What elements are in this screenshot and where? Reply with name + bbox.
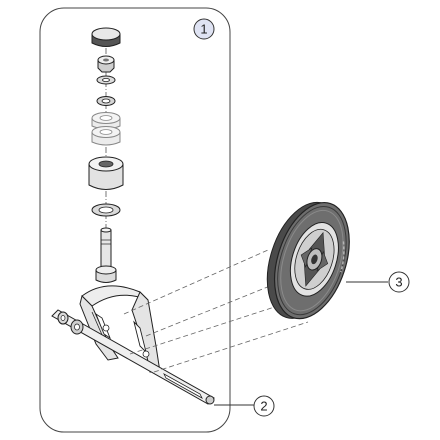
callout-1-number: 1 — [200, 22, 207, 37]
hex-nut — [97, 55, 115, 73]
caster-wheel — [266, 201, 350, 320]
small-washer — [96, 75, 116, 85]
spacer-washer — [96, 96, 116, 106]
bearing-upper — [91, 112, 121, 130]
large-washer — [91, 203, 121, 217]
callout-3-number: 3 — [395, 275, 402, 290]
callout-1: 1 — [193, 18, 215, 40]
axle-nut-inner — [70, 319, 84, 335]
bearing-lower — [91, 126, 121, 146]
dust-cap — [91, 27, 121, 47]
axle-bolt — [51, 309, 215, 405]
sleeve-bushing — [88, 156, 124, 190]
callout-3: 3 — [388, 271, 410, 293]
assembly-frame — [39, 7, 231, 433]
axle-nut-outer — [57, 311, 69, 325]
projection-lines — [123, 249, 309, 373]
callout-2-number: 2 — [260, 399, 267, 414]
callout-2: 2 — [253, 395, 275, 417]
